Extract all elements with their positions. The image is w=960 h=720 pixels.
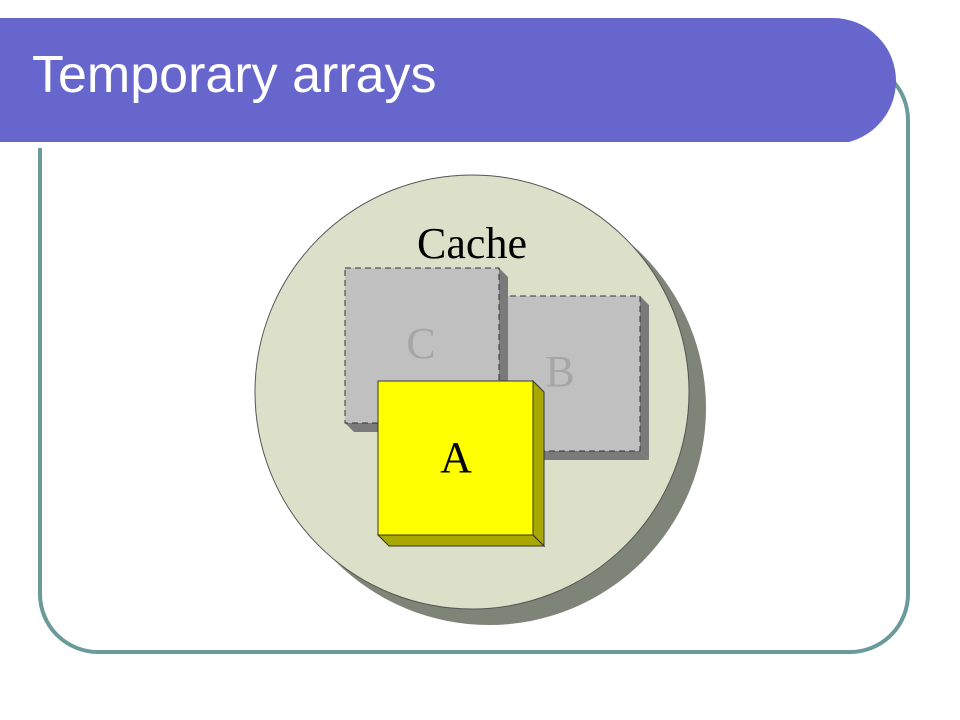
block-b-side (640, 296, 649, 460)
title-underline (0, 142, 848, 148)
block-a-bottom (376, 534, 546, 547)
block-a-face (377, 380, 534, 536)
cache-label: Cache (417, 219, 527, 268)
block-b: B (489, 295, 649, 460)
slide-title: Temporary arrays (32, 46, 437, 104)
title-bar (0, 18, 896, 148)
block-a-side (532, 379, 545, 548)
block-b-label: B (545, 347, 574, 396)
block-a-label: A (440, 433, 472, 482)
block-c-label: C (406, 319, 435, 368)
block-a: A (376, 379, 546, 548)
